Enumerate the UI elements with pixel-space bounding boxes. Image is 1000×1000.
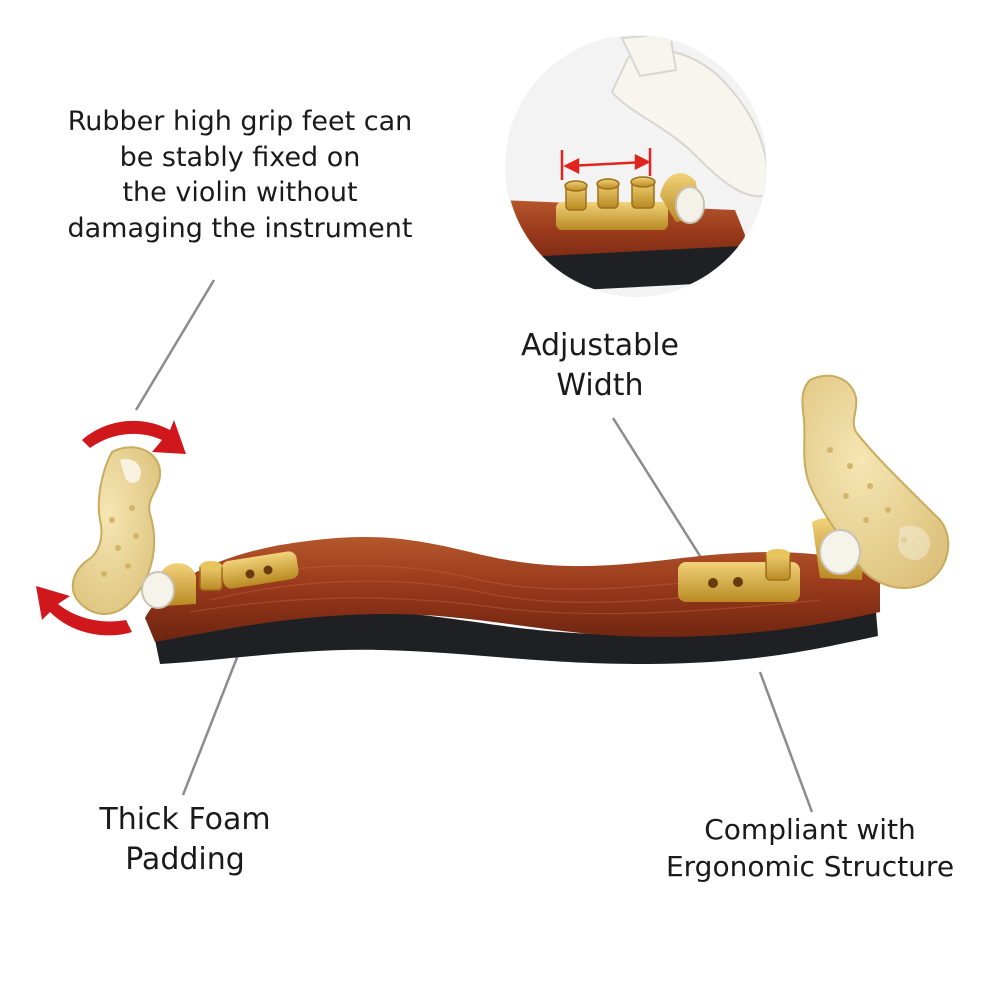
adjustable-width-callout-line: Adjustable — [521, 328, 679, 363]
foam-padding-callout-line: Padding — [125, 841, 245, 877]
foam-pad — [155, 611, 878, 664]
shoulder-rest — [145, 517, 880, 664]
grip-feet-callout-line: be stably fixed on — [119, 141, 361, 173]
grip-feet-callout-line: damaging the instrument — [67, 212, 413, 244]
ergonomic-callout-line: Ergonomic Structure — [665, 849, 955, 883]
width-detail-inset — [505, 35, 767, 297]
right-brass-plate — [678, 549, 800, 602]
rotation-arrows — [36, 420, 186, 636]
ergonomic-leader-line — [758, 671, 814, 813]
width-measure-arrow — [560, 148, 652, 180]
foam-leader-line — [181, 654, 240, 796]
ergonomic-callout: Compliant with Ergonomic Structure — [610, 812, 1000, 886]
foam-padding-callout: Thick Foam Padding — [60, 800, 310, 879]
right-rubber-foot — [801, 374, 950, 589]
grip-leader-line — [134, 279, 216, 411]
grip-feet-callout-line: the violin without — [122, 177, 358, 209]
foam-padding-callout-line: Thick Foam — [99, 802, 271, 837]
grip-feet-callout-line: Rubber high grip feet can — [67, 106, 413, 137]
left-rubber-foot — [71, 446, 175, 616]
ergonomic-callout-line: Compliant with — [704, 813, 916, 846]
rotation-arrow-bottom — [36, 586, 132, 636]
adjustable-width-callout: Adjustable Width — [480, 326, 720, 405]
rotation-arrow-top — [82, 420, 186, 454]
adjustable-width-callout-line: Width — [556, 367, 644, 403]
grip-feet-callout: Rubber high grip feet can be stably fixe… — [40, 104, 440, 247]
left-brass-plate — [221, 551, 299, 589]
width-leader-line — [611, 417, 714, 576]
